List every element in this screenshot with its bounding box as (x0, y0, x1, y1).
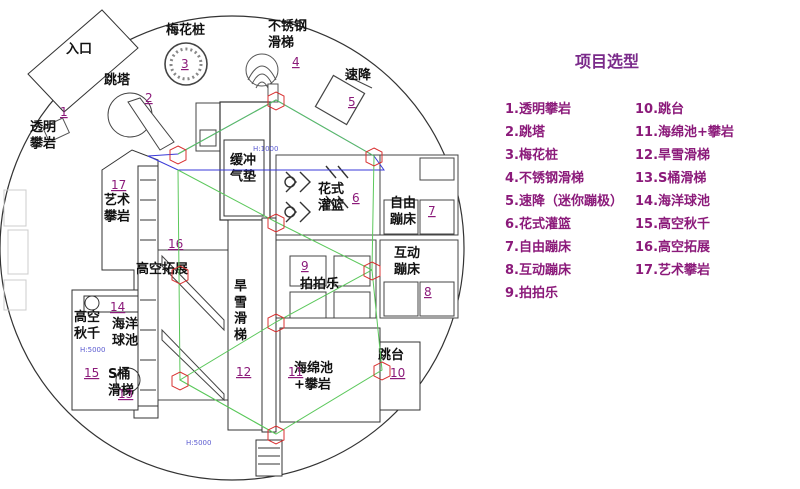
legend-item: 9.拍拍乐 (505, 286, 558, 301)
area-number-8: 8 (424, 285, 432, 299)
basketball-hoops (284, 165, 349, 223)
area-jump-tower: 跳塔 2 (104, 72, 175, 151)
area-plum-piles: 梅花桩 3 (164, 22, 208, 86)
area-number-7: 7 (428, 204, 436, 218)
legend-title: 项目选型 (575, 52, 640, 71)
area-label-17: 艺术攀岩 (103, 192, 130, 224)
legend-item: 6.花式灌篮 (505, 217, 571, 232)
legend-item: 14.海洋球池 (635, 194, 711, 209)
area-label-cushion: 缓冲气垫 (230, 152, 256, 184)
area-number-10: 10 (390, 366, 405, 380)
area-number-6: 6 (352, 191, 360, 205)
area-descent: 速降 5 (314, 67, 373, 126)
legend-item: 12.旱雪滑梯 (635, 148, 711, 163)
legend-item: 17.艺术攀岩 (635, 263, 711, 278)
area-label-4: 不锈钢滑梯 (268, 18, 307, 50)
legend-item: 2.跳塔 (505, 125, 545, 140)
legend-item: 1.透明攀岩 (505, 102, 571, 117)
legend-item: 4.不锈钢滑梯 (505, 171, 584, 186)
area-label-3: 梅花桩 (166, 22, 205, 38)
area-label-5: 速降 (345, 67, 372, 83)
area-label-dry: 旱雪滑梯 (234, 279, 247, 343)
height-label-2: H:5000 (80, 346, 105, 354)
area-label-1: 透明攀岩 (29, 120, 56, 151)
area-transparent-wall: 透明攀岩 1 (29, 105, 71, 151)
area-label-9: 拍拍乐 (300, 276, 339, 292)
height-label-1: H:1000 (253, 145, 278, 153)
area-number-9: 9 (301, 259, 309, 273)
area-number-17: 17 (111, 178, 126, 192)
route-green-2 (177, 169, 277, 435)
trampoline-grid (275, 154, 459, 319)
legend-item: 11.海绵池+攀岩 (635, 125, 734, 140)
height-label-3: H:5000 (186, 439, 211, 447)
left-tower (101, 149, 159, 419)
legend-item: 13.S桶滑梯 (635, 171, 707, 186)
legend-item: 5.速降（迷你蹦极） (505, 194, 623, 209)
area-number-2: 2 (145, 91, 153, 105)
legend-item: 15.高空秋千 (635, 217, 711, 232)
faded-blocks (3, 189, 29, 311)
area-label-16: 高空拓展 (136, 261, 189, 277)
area-number-11: 11 (288, 365, 303, 379)
area-label-15: 高空秋千 (74, 309, 100, 341)
area-label-7: 自由蹦床 (390, 195, 417, 227)
area-dry-slide (227, 217, 283, 477)
area-number-14: 14 (110, 300, 125, 314)
area-number-1: 1 (60, 105, 68, 119)
area-number-13: 13 (118, 387, 133, 401)
legend-item: 16.高空拓展 (635, 240, 711, 255)
area-label-8: 互动蹦床 (394, 246, 421, 277)
area-ocean-pool (71, 289, 141, 411)
area-number-16: 16 (168, 237, 183, 251)
area-label-6: 花式灌篮 (318, 181, 344, 213)
legend-item: 7.自由蹦床 (505, 240, 571, 255)
area-high-extension (157, 249, 229, 402)
area-number-12: 12 (236, 365, 251, 379)
route-nodes (169, 91, 391, 445)
legend-item: 8.互动蹦床 (505, 263, 571, 278)
entrance: 入口 (27, 9, 139, 113)
area-sponge-pool (279, 327, 421, 423)
legend-item: 10.跳台 (635, 102, 685, 117)
area-label-10: 跳台 (378, 347, 404, 363)
legend-item: 3.梅花桩 (505, 148, 558, 163)
entrance-label: 入口 (66, 42, 92, 57)
area-number-15: 15 (84, 366, 99, 380)
area-number-4: 4 (292, 55, 300, 69)
area-label-11: 海绵池+攀岩 (294, 360, 333, 392)
area-number-5: 5 (348, 95, 356, 109)
area-label-14: 海洋球池 (112, 316, 138, 348)
area-label-13: S桶滑梯 (108, 366, 134, 398)
area-cushion: 缓冲气垫 H:1000 (223, 139, 278, 217)
area-label-2: 跳塔 (104, 72, 131, 88)
area-number-3: 3 (181, 57, 189, 71)
